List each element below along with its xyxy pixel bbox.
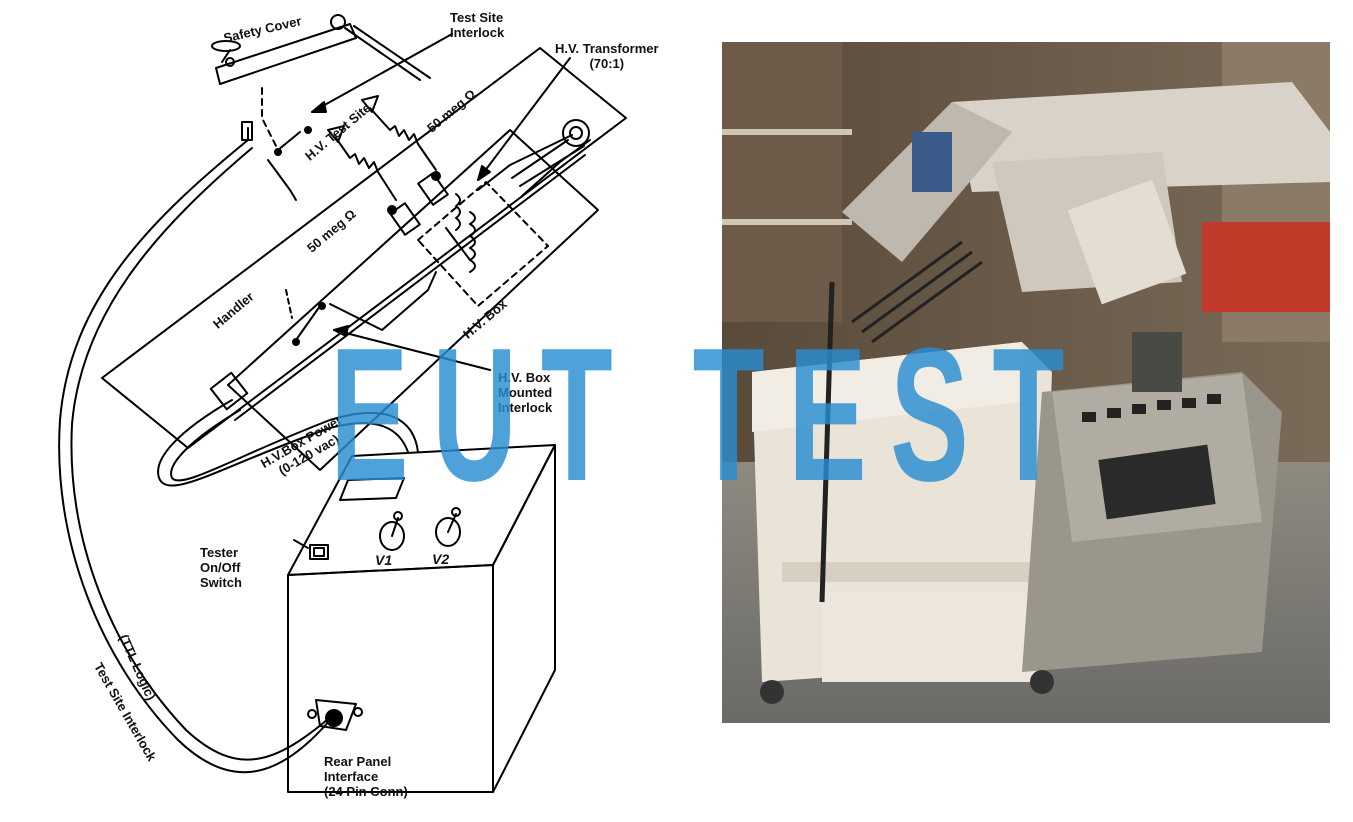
tester-box <box>287 444 556 793</box>
safety-cover <box>215 23 357 85</box>
hv-box-outline <box>227 129 599 471</box>
hv-box-power-cable <box>157 399 409 487</box>
tester-switch-label: Tester On/Off Switch <box>200 545 242 590</box>
test-site-interlock-cable <box>58 139 331 774</box>
equipment-photo <box>722 42 1330 723</box>
rear-panel-label: Rear Panel Interface (24 Pin Conn) <box>324 754 408 799</box>
knob-v1-label: V1 <box>375 552 393 568</box>
hv-tester-diagram <box>58 14 627 793</box>
hv-transformer-label: H.V. Transformer (70:1) <box>555 41 659 71</box>
hv-box-interlock-label: H.V. Box Mounted Interlock <box>498 370 553 415</box>
test-site-interlock-top-label: Test Site Interlock <box>450 10 505 40</box>
handler-body <box>101 47 627 449</box>
knob-v2-label: V2 <box>432 551 450 567</box>
watermark-text: EUT TEST <box>330 309 1088 521</box>
